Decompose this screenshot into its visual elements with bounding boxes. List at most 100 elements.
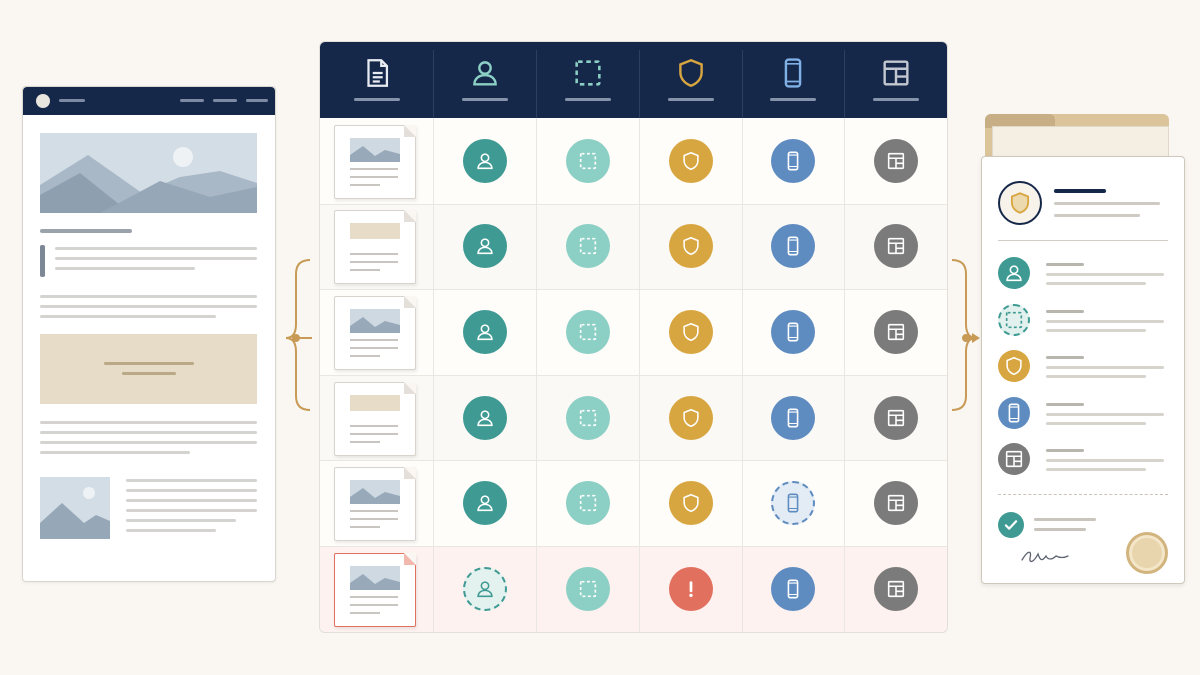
report-item[interactable] <box>982 441 1184 477</box>
banner-text-line <box>122 372 176 375</box>
document-thumbnail[interactable] <box>334 210 416 285</box>
report-title-placeholder <box>1054 189 1106 193</box>
text-line <box>350 432 398 435</box>
approval-line <box>1034 528 1086 531</box>
status-shield-ok[interactable] <box>668 309 713 354</box>
status-phone-ok[interactable] <box>771 138 815 183</box>
text-line <box>350 346 398 349</box>
shield-icon <box>682 494 699 513</box>
status-user-ok[interactable] <box>462 309 507 354</box>
matrix-row[interactable] <box>320 203 947 290</box>
status-select-ok[interactable] <box>565 138 610 183</box>
dashed-divider <box>998 494 1168 495</box>
text-line <box>40 451 190 454</box>
status-select-ok[interactable] <box>565 224 610 269</box>
dashed-square-icon <box>579 238 596 255</box>
status-phone-ok[interactable] <box>771 224 815 269</box>
status-shield-ok[interactable] <box>668 395 713 440</box>
report-item[interactable] <box>982 348 1184 384</box>
status-select-ok[interactable] <box>565 566 610 611</box>
status-layout-ok[interactable] <box>873 138 918 183</box>
text-line <box>40 421 257 424</box>
report-item-line <box>1046 375 1146 378</box>
status-layout-ok[interactable] <box>873 566 918 611</box>
header-separator <box>433 50 434 118</box>
title-placeholder <box>59 99 85 102</box>
report-item-line <box>1046 282 1146 285</box>
report-item[interactable] <box>982 255 1184 291</box>
report-subtitle-placeholder <box>1054 214 1140 217</box>
report-item-status <box>998 303 1030 336</box>
status-user-ok[interactable] <box>462 138 507 183</box>
status-shield-ok[interactable] <box>668 224 713 269</box>
approval-line <box>1034 518 1096 521</box>
user-icon <box>476 495 493 512</box>
text-line <box>350 440 380 443</box>
row-separator <box>320 374 947 376</box>
avatar-icon <box>36 94 50 108</box>
text-line <box>126 499 257 502</box>
status-select-ok[interactable] <box>565 309 610 354</box>
column-header-label <box>353 98 400 101</box>
matrix-row[interactable] <box>320 546 947 632</box>
text-line <box>350 603 398 606</box>
dashed-square-icon <box>1005 311 1023 328</box>
status-user-ok[interactable] <box>462 481 507 526</box>
status-shield-alert[interactable] <box>668 566 713 611</box>
column-header-security[interactable] <box>639 42 742 118</box>
matrix-row[interactable] <box>320 460 947 546</box>
status-user-ok[interactable] <box>462 395 507 440</box>
matrix-row[interactable] <box>320 289 947 375</box>
layout-grid-icon <box>887 152 904 169</box>
status-phone-pending[interactable] <box>771 481 815 526</box>
status-shield-ok[interactable] <box>668 138 713 183</box>
matrix-row[interactable] <box>320 118 947 204</box>
status-user-pending[interactable] <box>462 566 507 611</box>
status-layout-ok[interactable] <box>873 395 918 440</box>
status-user-ok[interactable] <box>462 224 507 269</box>
report-item-label <box>1046 309 1084 313</box>
status-shield-ok[interactable] <box>668 481 713 526</box>
text-line <box>350 183 380 186</box>
user-icon <box>476 409 493 426</box>
text-block-placeholder <box>350 223 400 240</box>
header-separator <box>742 50 743 118</box>
report-item-line <box>1046 273 1164 276</box>
document-thumbnail[interactable] <box>334 295 416 370</box>
text-line <box>55 267 195 270</box>
quote-marker <box>40 245 45 277</box>
user-icon <box>476 238 493 255</box>
document-thumbnail[interactable] <box>334 381 416 456</box>
column-header-selection[interactable] <box>536 42 639 118</box>
flagged-document-thumbnail[interactable] <box>334 552 416 627</box>
column-header-label <box>667 98 714 101</box>
user-icon <box>476 153 493 169</box>
shield-icon <box>682 408 699 427</box>
column-header-document[interactable] <box>320 42 433 118</box>
document-icon <box>366 59 388 87</box>
status-phone-ok[interactable] <box>771 566 815 611</box>
column-header-label <box>564 98 611 101</box>
status-phone-ok[interactable] <box>771 395 815 440</box>
phone-icon <box>787 322 799 342</box>
column-separator <box>433 118 434 632</box>
report-item-label <box>1046 449 1084 452</box>
status-layout-ok[interactable] <box>873 481 918 526</box>
column-header-mobile[interactable] <box>742 42 844 118</box>
status-select-ok[interactable] <box>565 481 610 526</box>
text-line <box>40 441 257 444</box>
column-header-layout[interactable] <box>844 42 947 118</box>
document-thumbnail[interactable] <box>334 467 416 542</box>
status-layout-ok[interactable] <box>873 224 918 269</box>
column-header-identity[interactable] <box>433 42 536 118</box>
status-select-ok[interactable] <box>565 395 610 440</box>
report-item[interactable] <box>982 302 1184 338</box>
report-footer <box>982 502 1184 582</box>
status-layout-ok[interactable] <box>873 309 918 354</box>
document-thumbnail[interactable] <box>334 124 416 199</box>
nav-item-placeholder <box>213 99 237 102</box>
shield-icon <box>1010 192 1030 214</box>
report-item[interactable] <box>982 395 1184 431</box>
matrix-row[interactable] <box>320 374 947 461</box>
status-phone-ok[interactable] <box>771 309 815 354</box>
